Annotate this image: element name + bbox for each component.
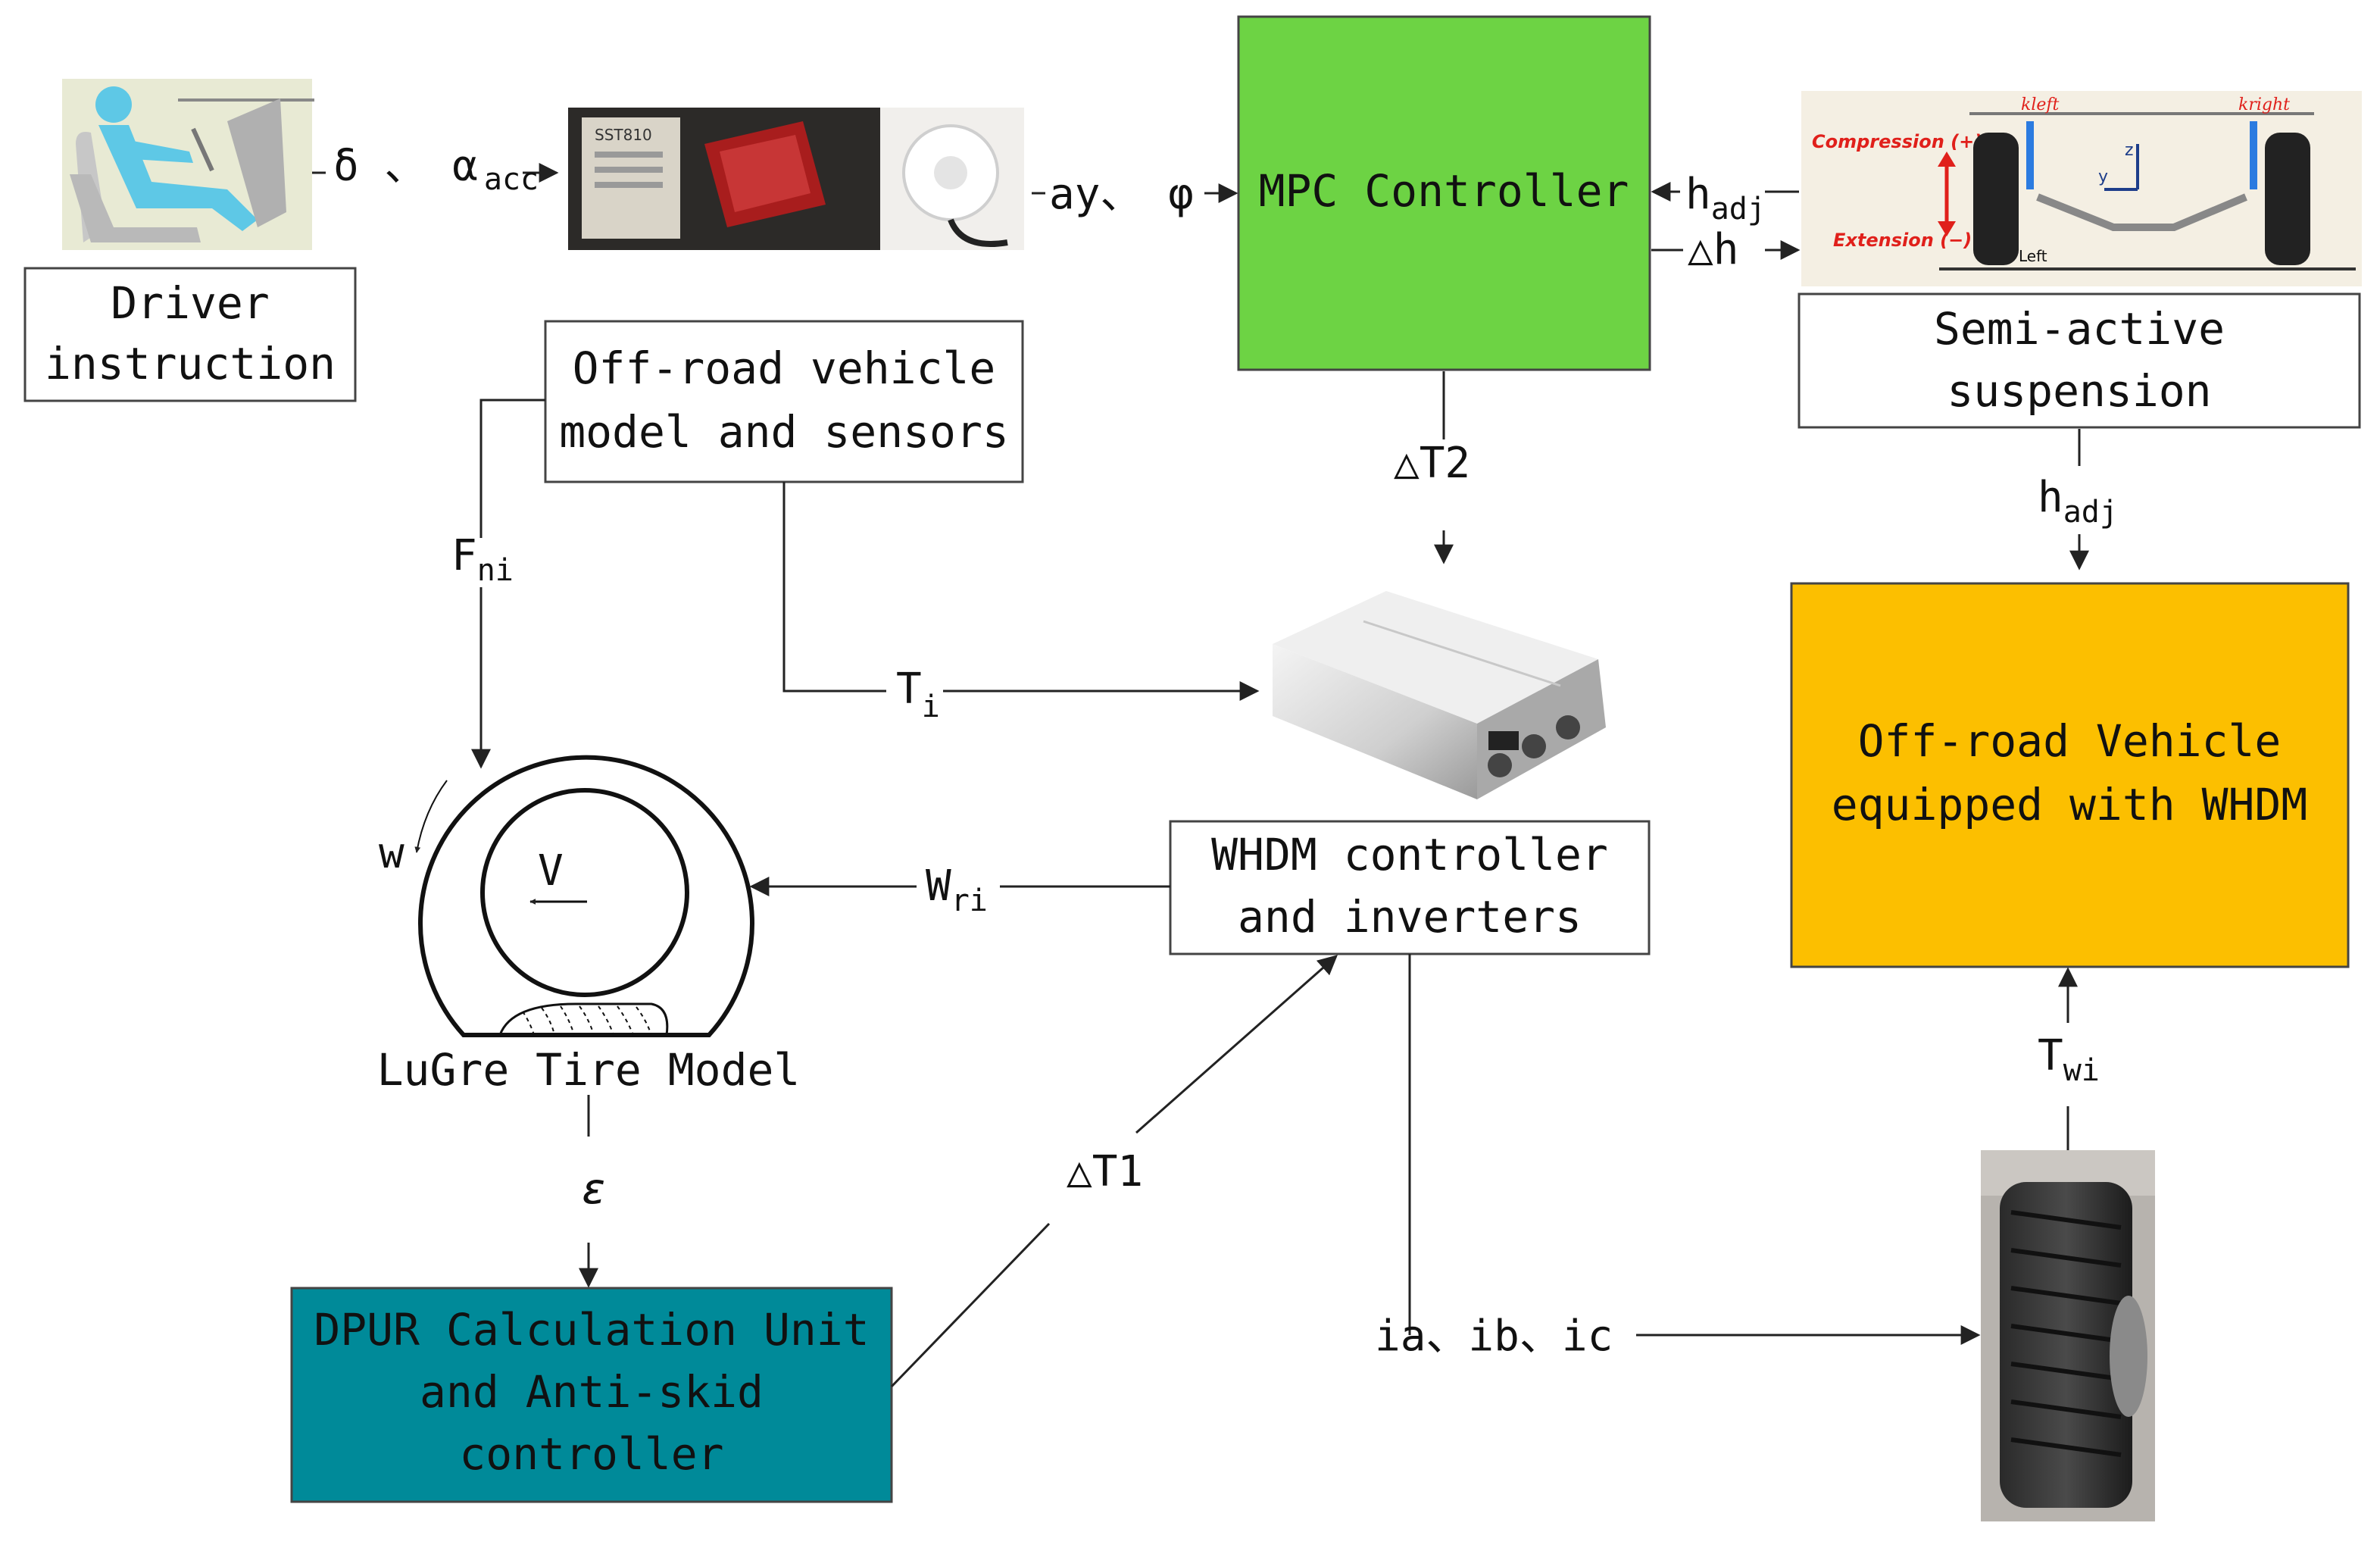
tire-omega-label: w [379, 829, 404, 878]
delta-t2-label: △T2 [1394, 439, 1470, 488]
h-adj-input-label: hadj [1685, 170, 1766, 227]
tire-velocity-label: V [538, 846, 564, 896]
dpur-line3: controller [459, 1428, 723, 1480]
dpur-line2: and Anti-skid [420, 1366, 764, 1418]
z-axis-label: z [2125, 141, 2134, 160]
mpc-controller-label: MPC Controller [1259, 165, 1629, 217]
extension-label: Extension (−) [1833, 230, 1972, 251]
f-ni-label: Fni [451, 531, 514, 588]
tire-photo [1981, 1150, 2155, 1521]
y-axis-label: y [2098, 167, 2108, 186]
t-i-label: Ti [896, 664, 940, 724]
offroad-vehicle-line1: Off-road Vehicle [1858, 715, 2282, 767]
left-label: Left [2019, 247, 2047, 265]
driver-instruction-line1: Driver [111, 277, 270, 329]
driver-instruction-box: Driver instruction [23, 267, 357, 402]
whdm-controller-box: WHDM controller and inverters [1169, 820, 1651, 955]
k-left-label: kleft [2021, 95, 2060, 114]
lugre-tire-drawing: w V [379, 755, 754, 1037]
mpc-controller-box: MPC Controller [1237, 15, 1651, 371]
driver-instruction-line2: instruction [45, 338, 336, 389]
semi-active-line2: suspension [1947, 365, 2211, 417]
offroad-vehicle-box: Off-road Vehicle equipped with WHDM [1790, 582, 2350, 968]
dpur-calculation-box: DPUR Calculation Unit and Anti-skid cont… [290, 1287, 893, 1503]
offroad-model-box: Off-road vehicle model and sensors [544, 320, 1024, 483]
delta-h-label: △h [1688, 225, 1738, 274]
compression-label: Compression (+) [1812, 131, 1982, 152]
connectors [312, 163, 2089, 1388]
whdm-controller-line1: WHDM controller [1211, 829, 1608, 880]
t-wi-label: Twi [2038, 1031, 2100, 1088]
inverter-photo [1273, 591, 1606, 799]
epsilon-label: ε [581, 1165, 607, 1214]
h-adj-down-label: hadj [2038, 473, 2118, 530]
offroad-vehicle-line2: equipped with WHDM [1832, 779, 2308, 830]
sensor-photo: SST810 [568, 108, 1024, 250]
offroad-model-line2: model and sensors [559, 406, 1009, 458]
dpur-line1: DPUR Calculation Unit [314, 1304, 869, 1356]
semi-active-suspension-box: Semi-active suspension [1797, 292, 2361, 429]
lugre-tire-model-label: LuGre Tire Model [377, 1044, 801, 1096]
sensor-device-text: SST810 [595, 126, 652, 144]
driver-figure-icon [62, 79, 314, 250]
delta-t1-label: △T1 [1067, 1147, 1143, 1196]
ay-phi-label: ay、 φ [1049, 170, 1194, 219]
currents-label: ia、ib、ic [1375, 1312, 1613, 1361]
whdm-controller-line2: and inverters [1238, 891, 1582, 943]
semi-active-line1: Semi-active [1934, 303, 2225, 355]
w-ri-label: Wri [926, 861, 988, 918]
suspension-diagram: Compression (+) Extension (−) kleft krig… [1801, 91, 2362, 286]
k-right-label: kright [2238, 95, 2290, 114]
offroad-model-line1: Off-road vehicle [573, 342, 996, 394]
